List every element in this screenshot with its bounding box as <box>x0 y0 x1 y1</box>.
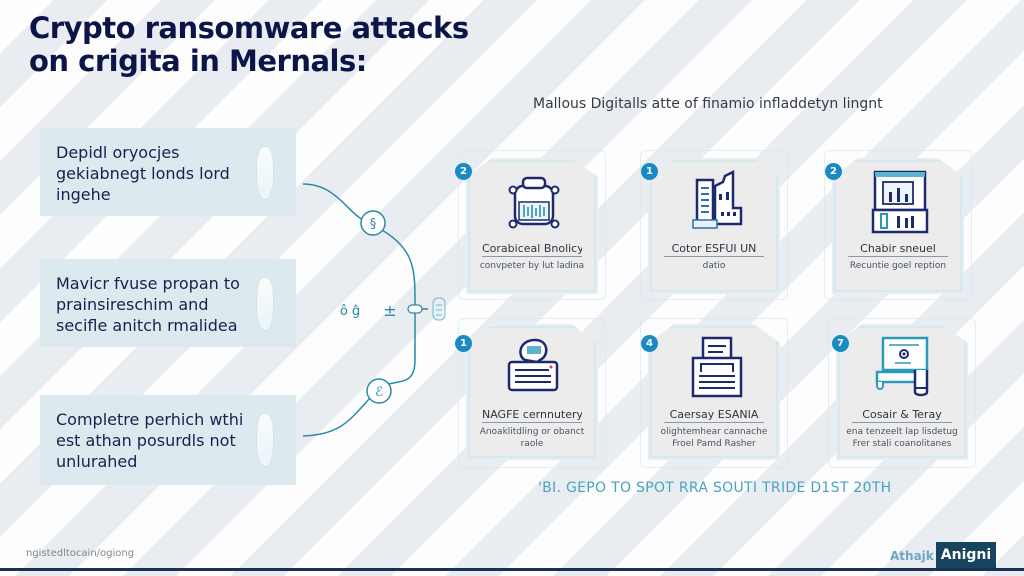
card-label: Chabir sneuel <box>848 242 948 257</box>
node-bottom-circle <box>366 378 392 404</box>
step-badge: 7 <box>832 335 849 352</box>
building-icon <box>692 170 743 229</box>
card-desc: olightemhear cannache Froel Pamd Rasher <box>660 427 768 449</box>
card-desc: ena tenzeelt lap lisdetug Frer stali coa… <box>846 427 958 449</box>
card-3[interactable]: Chabir sneuel Recuntie goel reption <box>832 158 964 294</box>
tab-active[interactable]: Anigni <box>936 542 996 568</box>
center-glyph-mid: ± <box>383 301 396 320</box>
card-desc: Anoaklitdling or obanct raole <box>479 427 585 449</box>
server-icon <box>508 176 560 229</box>
card-5[interactable]: Caersay ESANIA olightemhear cannache Fro… <box>648 324 780 460</box>
card-label: NAGFE cernnutery <box>482 408 582 423</box>
page-title: Crypto ransomware attacks on crigita in … <box>29 11 469 78</box>
left-box-3: Completre perhich wthi est athan posurdl… <box>40 395 296 485</box>
card-outline <box>824 150 972 300</box>
card-desc: convpeter by lut ladina <box>479 261 585 271</box>
card-label: Cotor ESFUI UN <box>664 242 764 257</box>
center-glyphs-left: ô ĝ <box>340 304 360 319</box>
card-1[interactable]: Corabiceal Bnolicy convpeter by lut ladi… <box>466 158 598 294</box>
card-label: Cosair & Teray <box>852 408 952 423</box>
connector-line-top <box>302 183 371 223</box>
card-label: Corabiceal Bnolicy <box>482 242 582 257</box>
card-outline <box>458 150 606 300</box>
source-caption: ngistedltocain/ogiong <box>26 548 135 559</box>
step-badge: 1 <box>455 335 472 352</box>
droplet-icon <box>256 277 274 331</box>
step-badge: 4 <box>641 335 658 352</box>
left-box-text: Mavicr fvuse propan to prainsireschim an… <box>56 274 240 335</box>
card-outline <box>458 318 606 468</box>
left-box-text: Completre perhich wthi est athan posurdl… <box>56 410 244 471</box>
connector-handle <box>407 304 423 314</box>
left-box-2: Mavicr fvuse propan to prainsireschim an… <box>40 259 296 347</box>
tab-inactive[interactable]: Athajk <box>890 549 934 563</box>
dashboard-icon <box>871 170 929 234</box>
step-badge: 2 <box>825 163 842 180</box>
connector-line-bottom <box>302 397 371 437</box>
card-4[interactable]: NAGFE cernnutery Anoaklitdling or obanct… <box>466 324 598 460</box>
droplet-icon <box>256 413 274 467</box>
hacker-laptop-icon <box>507 338 559 392</box>
left-box-1: Depidl oryocjes gekiabnegt londs lord in… <box>40 128 296 216</box>
card-outline <box>640 318 788 468</box>
card-outline <box>640 150 788 300</box>
left-box-text: Depidl oryocjes gekiabnegt londs lord in… <box>56 143 230 204</box>
bottom-divider <box>0 568 1024 571</box>
step-badge: 1 <box>641 163 658 180</box>
node-bottom-glyph: ℰ <box>375 385 383 400</box>
card-label: Caersay ESANIA <box>664 408 764 423</box>
card-desc: datio <box>702 261 726 271</box>
diagram-subtitle: Mallous Digitalls atte of finamio inflad… <box>533 96 883 112</box>
droplet-icon <box>256 146 274 200</box>
card-2[interactable]: Cotor ESFUI UN datio <box>648 158 780 294</box>
cloud-server-icon <box>432 297 446 321</box>
connector-line-main <box>381 229 416 386</box>
monitor-lock-icon <box>875 336 929 397</box>
footer-caption: 'BI. GEPO TO SPOT RRA SOUTI TRIDE D1ST 2… <box>538 480 892 496</box>
document-printer-icon <box>691 336 743 398</box>
step-badge: 2 <box>455 163 472 180</box>
node-top-circle <box>360 210 386 236</box>
card-desc: Recuntie goel reption <box>849 261 947 271</box>
card-outline <box>828 318 976 468</box>
card-6[interactable]: Cosair & Teray ena tenzeelt lap lisdetug… <box>836 324 968 460</box>
node-top-glyph: § <box>370 217 377 232</box>
